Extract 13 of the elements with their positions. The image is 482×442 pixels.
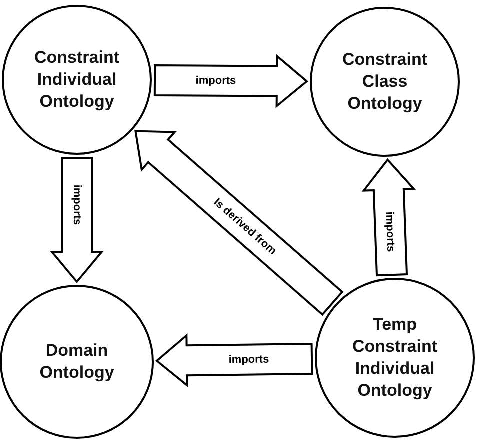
block-arrow [154, 54, 309, 108]
node-label: Temp Constraint Individual Ontology [352, 314, 438, 402]
block-arrow [50, 157, 104, 284]
node-label: Constraint Class Ontology [342, 48, 428, 116]
edge-label: imports [384, 212, 398, 253]
block-arrow [362, 158, 416, 277]
edge-label: imports [196, 74, 236, 88]
block-arrow [134, 130, 344, 316]
block-arrow [155, 333, 314, 388]
node-label: Domain Ontology [38, 340, 116, 384]
edge-label: imports [229, 354, 270, 366]
edge-label: imports [71, 184, 83, 226]
node-label: Constraint Individual Ontology [34, 46, 120, 114]
